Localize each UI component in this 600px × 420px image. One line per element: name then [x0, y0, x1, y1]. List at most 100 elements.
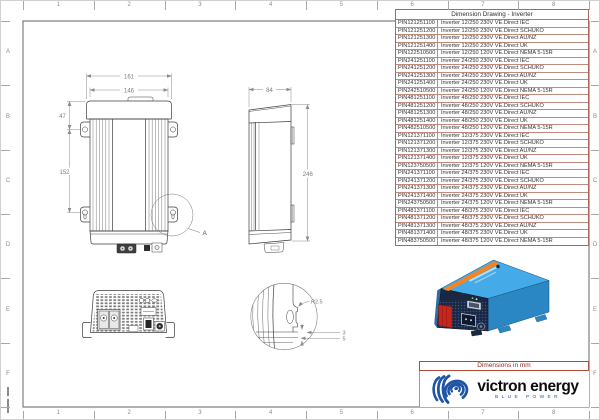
part-description: Inverter 48/375 230V VE.Direct SCHUKO: [441, 215, 544, 221]
dim-152: 152: [59, 170, 70, 176]
detail-a-circle: [150, 193, 194, 237]
grid-tick: [589, 411, 590, 419]
dim-5: 5: [343, 337, 346, 343]
part-number: PIN481371400: [396, 230, 438, 237]
part-number: PIN241251400: [396, 80, 438, 87]
part-description: Inverter 12/250 230V VE.Direct IEC: [441, 20, 530, 26]
part-description: Inverter 48/250 230V VE.Direct AU/NZ: [441, 110, 537, 116]
grid-tick: [518, 1, 520, 10]
grid-tick: [447, 1, 449, 10]
grid-label-row: B: [5, 113, 10, 120]
part-description: Inverter 24/375 230V VE.Direct AU/NZ: [441, 185, 537, 191]
grid-label-row: E: [592, 306, 597, 313]
grid-label-col: 2: [127, 2, 131, 8]
part-description: Inverter 48/250 230V VE.Direct SCHUKO: [441, 102, 544, 109]
grid-label-col: 8: [551, 2, 556, 8]
part-number: PIN481251100: [396, 95, 438, 102]
front-view: [80, 96, 201, 254]
part-description: Inverter 48/375 230V VE.Direct UK: [441, 230, 528, 236]
front-dimensions: [67, 73, 172, 213]
grid-tick: [591, 407, 599, 408]
grid-label-col: 5: [339, 410, 344, 416]
part-number: PIN481371100: [396, 207, 438, 214]
grid-tick: [1, 342, 10, 344]
grid-tick: [1, 21, 10, 22]
part-description: Inverter 48/250 120V VE.Direct NEMA 5-15…: [441, 125, 553, 131]
part-description: Inverter 48/375 120V VE.Direct NEMA 5-15…: [441, 237, 553, 244]
grid-tick: [93, 411, 95, 419]
part-number: PIN483750500: [396, 237, 438, 245]
grid-label-row: F: [593, 370, 597, 377]
grid-label-col: 4: [268, 2, 273, 8]
part-number: PIN241371100: [396, 170, 438, 177]
product-terminal-cover: [438, 304, 453, 329]
part-number: PIN121371100: [396, 132, 438, 139]
parts-table-title: Dimension Drawing - Inverter: [396, 10, 588, 20]
grid-label-row: C: [592, 177, 598, 184]
detail-a-label: A: [203, 230, 208, 237]
part-description: Inverter 24/250 230V VE.Direct SCHUKO: [441, 65, 544, 71]
grid-label-row: A: [5, 49, 10, 56]
dim-r2-5: R2.5: [311, 300, 323, 306]
grid-tick: [164, 411, 166, 419]
grid-tick: [591, 149, 599, 151]
part-description: Inverter 24/375 230V VE.Direct SCHUKO: [441, 177, 544, 184]
corner-marks: [7, 387, 9, 396]
part-description: Inverter 48/375 230V VE.Direct AU/NZ: [441, 222, 537, 229]
grid-label-row: E: [5, 306, 10, 313]
bottom-connectors: [97, 298, 165, 332]
part-description: Inverter 12/250 230V VE.Direct UK: [441, 42, 528, 49]
grid-label-row: D: [592, 242, 598, 249]
grid-tick: [1, 407, 10, 408]
part-description: Inverter 12/250 230V VE.Direct SCHUKO: [441, 27, 544, 34]
brand-text: victron energy BLUE POWER: [477, 378, 579, 399]
part-number: PIN481251400: [396, 117, 438, 124]
dim-161: 161: [124, 74, 135, 80]
victron-logo-icon: [432, 374, 469, 404]
part-description: Inverter 24/250 230V VE.Direct UK: [441, 80, 528, 86]
grid-tick: [235, 411, 237, 419]
part-description: Inverter 24/375 120V VE.Direct NEMA 5-15…: [441, 200, 553, 206]
grid-tick: [591, 342, 599, 344]
part-description: Inverter 12/250 120V VE.Direct NEMA 5-15…: [441, 50, 553, 56]
parts-table: Dimension Drawing - Inverter PIN12125110…: [395, 9, 589, 246]
front-connectors: [116, 242, 163, 254]
grid-label-col: 7: [481, 410, 485, 416]
part-number: PIN241371200: [396, 177, 438, 184]
part-description: Inverter 12/375 230V VE.Direct IEC: [441, 132, 530, 139]
part-number: PIN241371300: [396, 185, 438, 192]
grid-tick: [591, 85, 599, 87]
part-description: Inverter 12/375 230V VE.Direct AU/NZ: [441, 147, 537, 154]
grid-tick: [23, 1, 24, 10]
grid-label-col: 3: [198, 2, 202, 8]
part-number: PIN121251400: [396, 42, 438, 49]
bottom-view: [82, 290, 175, 338]
grid-tick: [518, 411, 520, 419]
grid-label-col: 7: [481, 2, 485, 8]
part-description: Inverter 12/250 230V VE.Direct AU/NZ: [441, 35, 537, 41]
part-description: Inverter 48/375 230V VE.Direct IEC: [441, 207, 530, 214]
